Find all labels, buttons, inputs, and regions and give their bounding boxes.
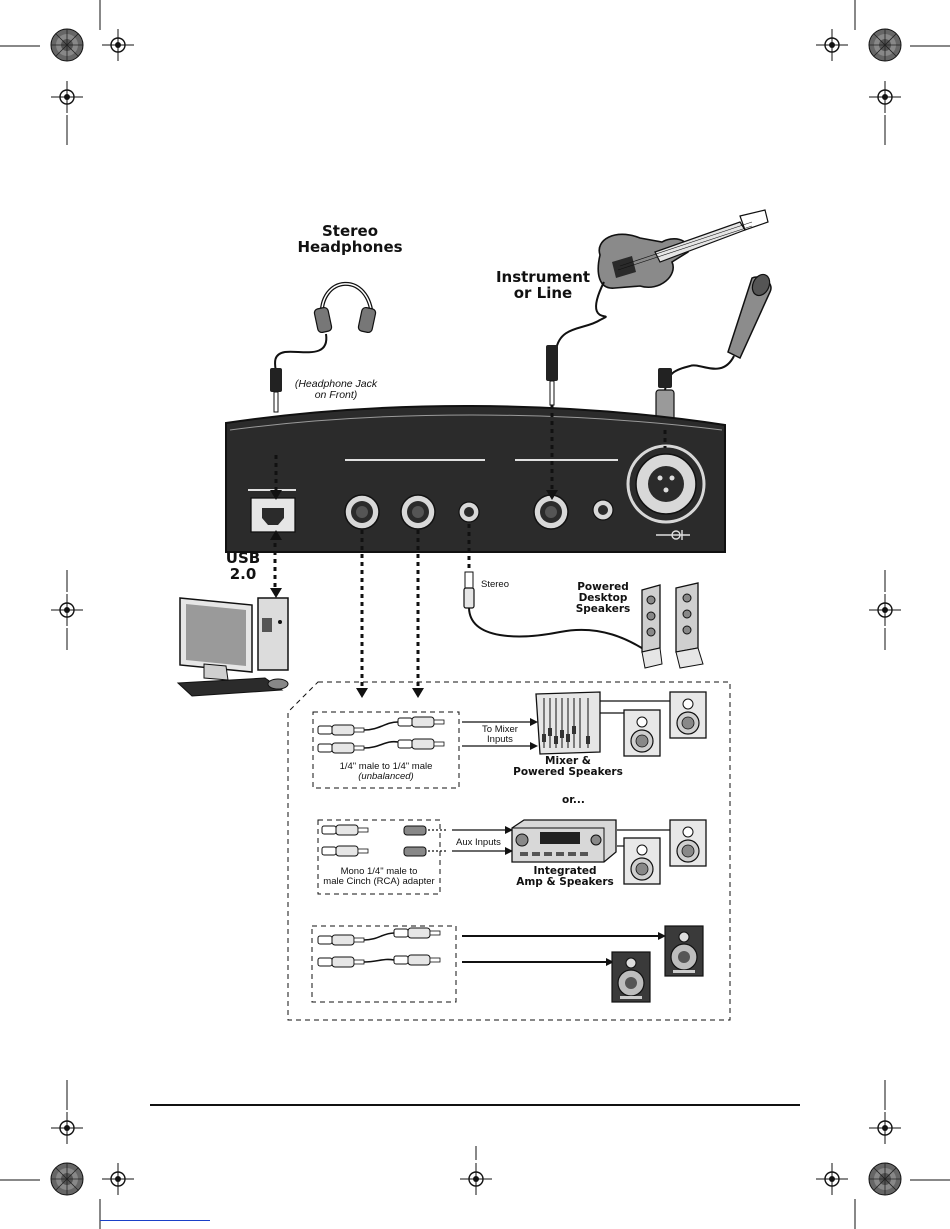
cable1-caption: 1/4" male to 1/4" male (unbalanced) bbox=[318, 762, 454, 782]
audio-interface bbox=[226, 406, 725, 552]
regmark-icon bbox=[460, 1163, 492, 1195]
usb-port bbox=[251, 498, 295, 532]
instrument-input-jack bbox=[534, 495, 568, 529]
stereo-mini-jack bbox=[459, 502, 479, 522]
headphone-jack-note-line2: on Front) bbox=[282, 390, 390, 401]
headphones-title-line2: Headphones bbox=[294, 240, 406, 256]
headphones-title: Stereo Headphones bbox=[294, 224, 406, 256]
studio-monitors-icon bbox=[612, 926, 703, 1002]
cable-pair-1 bbox=[318, 717, 444, 753]
powered-line3: Speakers bbox=[570, 604, 636, 615]
instrument-plug-icon bbox=[546, 345, 558, 405]
cable1-caption-line2: (unbalanced) bbox=[318, 772, 454, 782]
regmark-icon bbox=[51, 594, 83, 626]
regmark-icon bbox=[869, 81, 901, 113]
bottom-rule bbox=[150, 1104, 800, 1106]
regmark-icon bbox=[51, 81, 83, 113]
small-jack bbox=[593, 500, 613, 520]
starburst-icon bbox=[51, 1163, 83, 1195]
cable-pair-3 bbox=[318, 928, 440, 967]
amp-title-line2: Amp & Speakers bbox=[512, 877, 618, 888]
adapter-caption-line2: male Cinch (RCA) adapter bbox=[318, 877, 440, 887]
microphone-icon bbox=[665, 272, 773, 390]
output-jack-left bbox=[345, 495, 379, 529]
output-jack-right bbox=[401, 495, 435, 529]
mixer-icon bbox=[536, 692, 600, 754]
amplifier-icon bbox=[512, 820, 616, 862]
instrument-title: Instrument or Line bbox=[490, 270, 596, 302]
usb-title: USB 2.0 bbox=[220, 551, 266, 583]
regmark-icon bbox=[869, 1112, 901, 1144]
regmark-icon bbox=[816, 1163, 848, 1195]
headphone-jack-note: (Headphone Jack on Front) bbox=[282, 379, 390, 401]
desktop-speakers-icon bbox=[642, 583, 703, 668]
headphone-plug-icon bbox=[270, 368, 282, 412]
usb-title-line2: 2.0 bbox=[220, 567, 266, 583]
cable-pair-2 bbox=[322, 825, 426, 856]
starburst-icon bbox=[869, 29, 901, 61]
aux-inputs-label: Aux Inputs bbox=[456, 838, 501, 848]
stereo-cable-label: Stereo bbox=[481, 580, 509, 590]
powered-speakers-title: Powered Desktop Speakers bbox=[570, 582, 636, 615]
headphones-icon bbox=[275, 284, 376, 372]
regmark-icon bbox=[102, 1163, 134, 1195]
regmark-icon bbox=[102, 29, 134, 61]
mixer-title-line2: Powered Speakers bbox=[506, 767, 630, 778]
instrument-title-line2: or Line bbox=[490, 286, 596, 302]
nav-line bbox=[100, 1220, 210, 1221]
amp-title: Integrated Amp & Speakers bbox=[512, 866, 618, 888]
computer-icon bbox=[178, 598, 288, 696]
mixer-title: Mixer & Powered Speakers bbox=[506, 756, 630, 778]
starburst-icon bbox=[869, 1163, 901, 1195]
regmark-icon bbox=[869, 594, 901, 626]
starburst-icon bbox=[51, 29, 83, 61]
to-mixer-label: To Mixer Inputs bbox=[470, 725, 530, 745]
adapter-caption: Mono 1/4" male to male Cinch (RCA) adapt… bbox=[318, 867, 440, 887]
to-mixer-line2: Inputs bbox=[470, 735, 530, 745]
regmark-icon bbox=[816, 29, 848, 61]
or-label: or... bbox=[562, 795, 585, 806]
regmark-icon bbox=[51, 1112, 83, 1144]
xlr-combo-jack bbox=[628, 446, 704, 522]
